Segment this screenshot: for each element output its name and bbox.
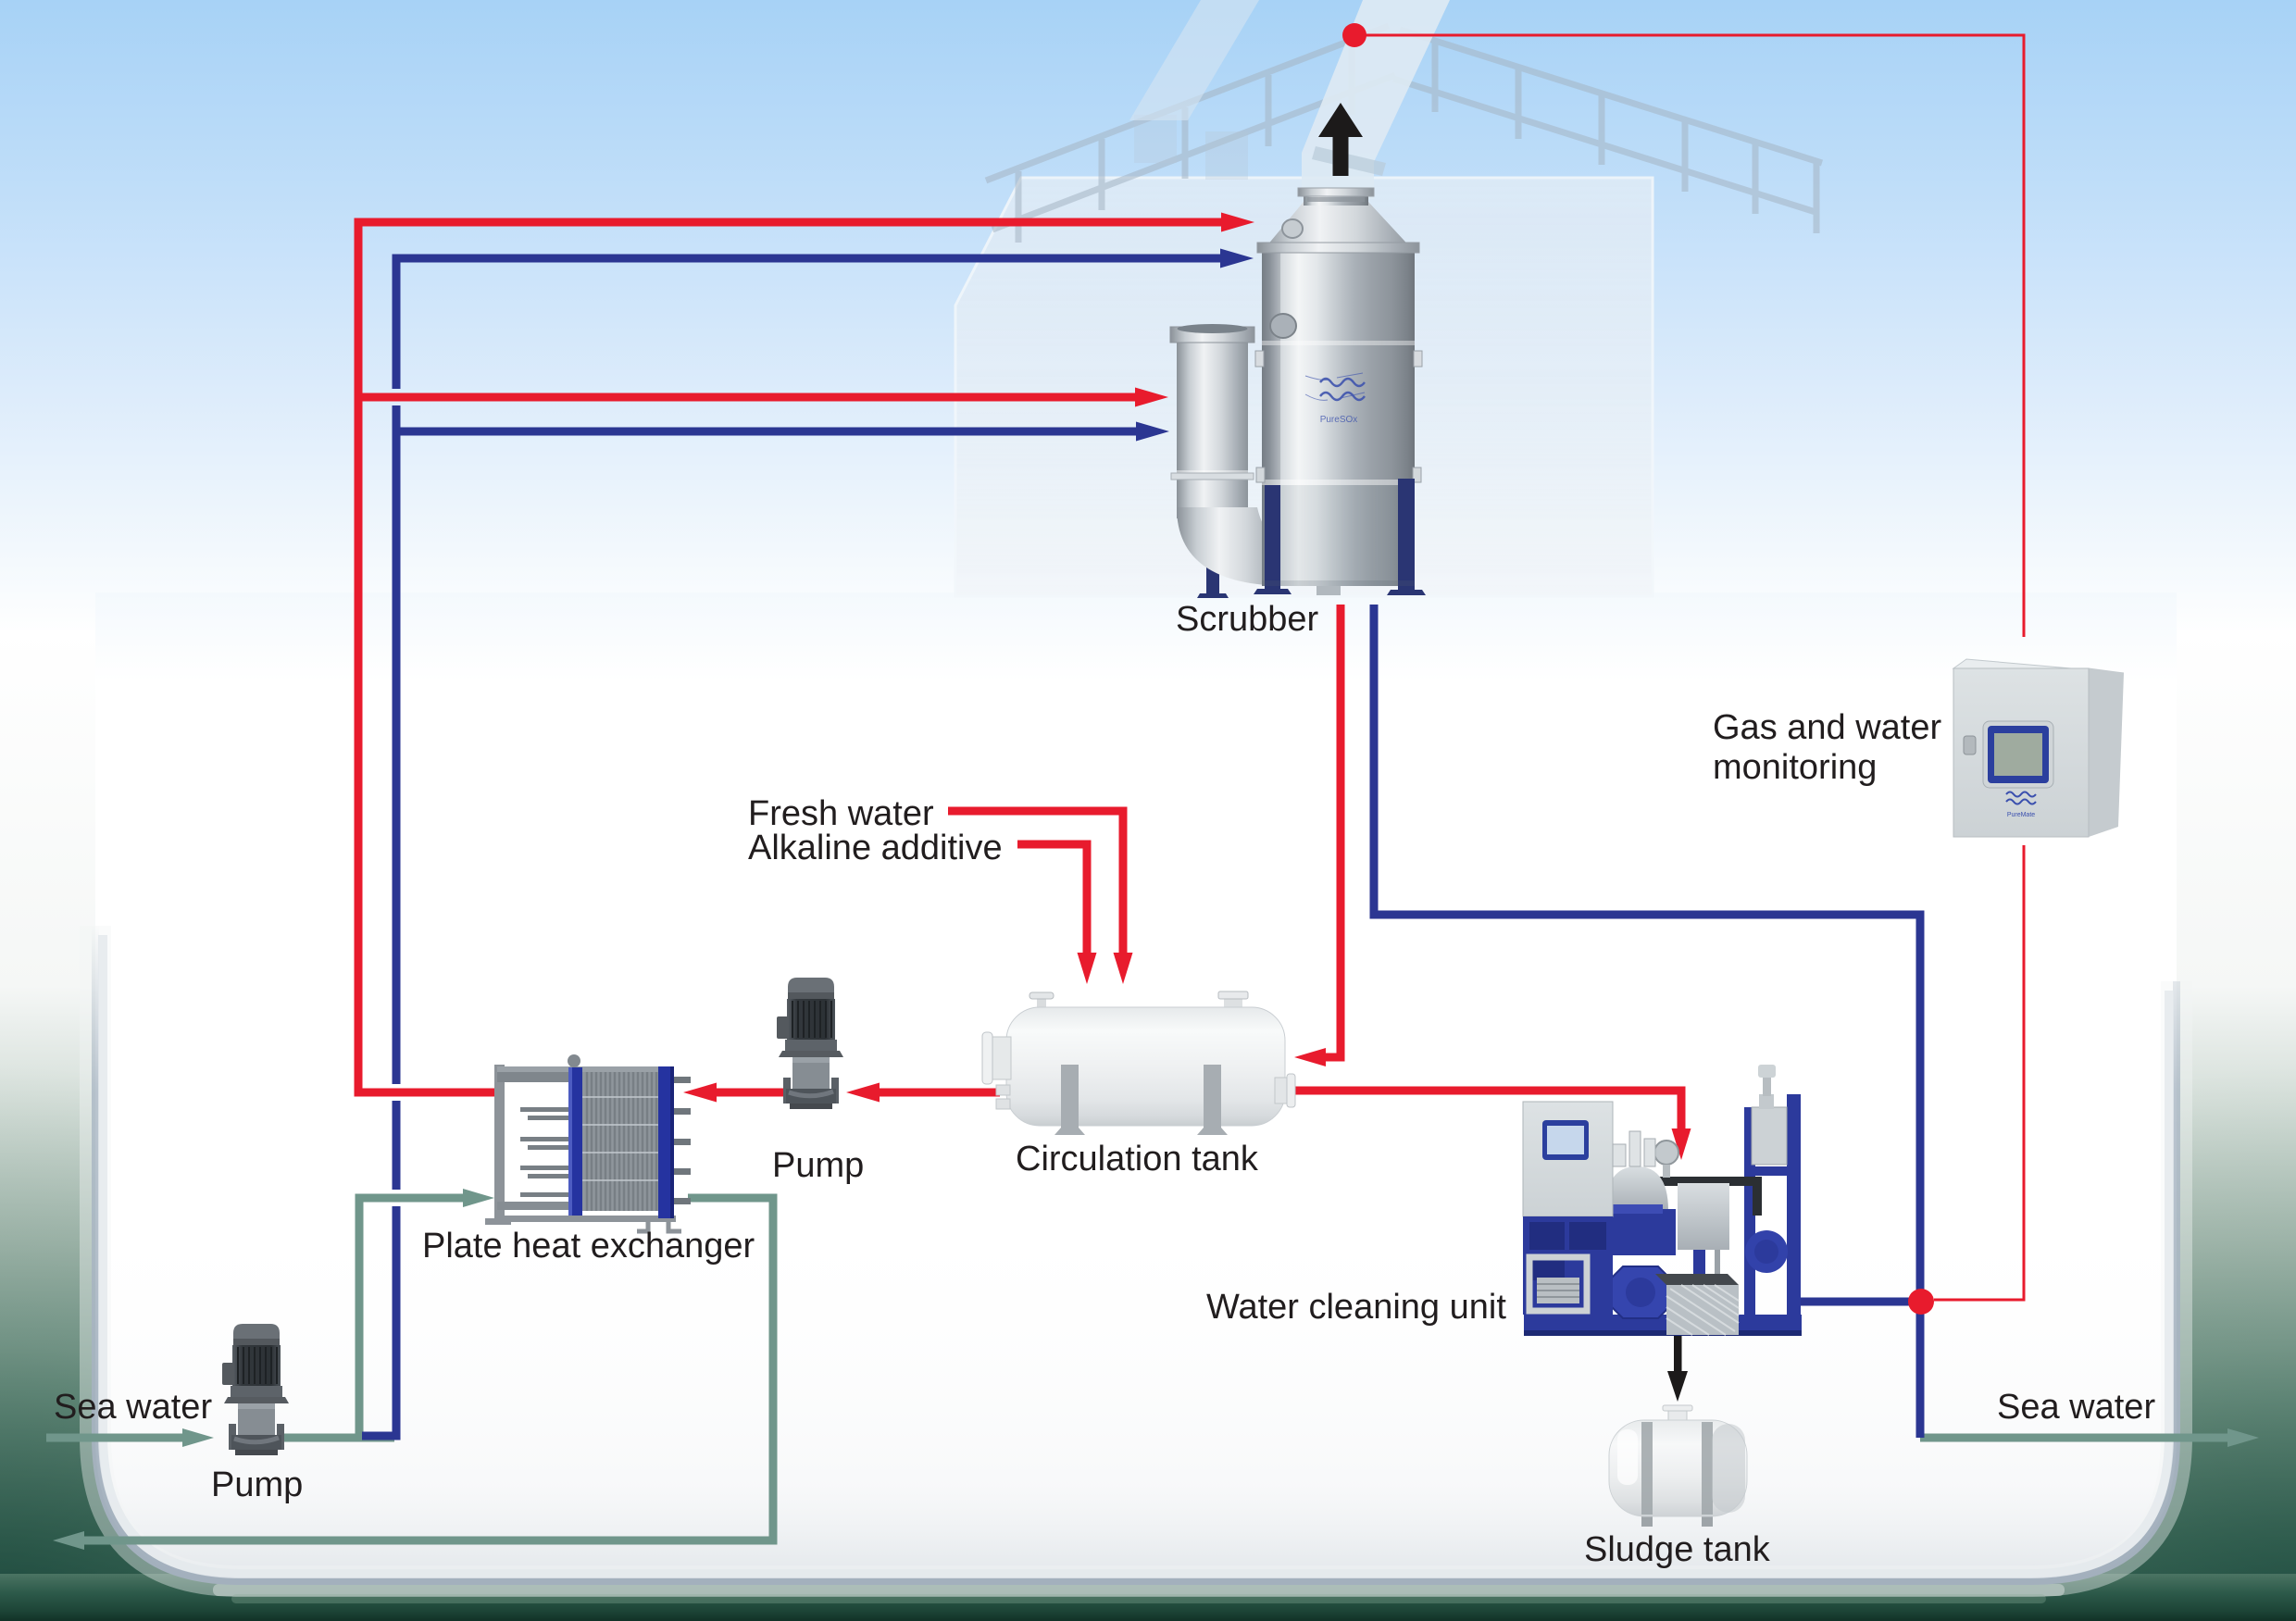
svg-text:PureSOx: PureSOx xyxy=(1320,415,1358,425)
svg-text:PureMate: PureMate xyxy=(2007,812,2035,818)
